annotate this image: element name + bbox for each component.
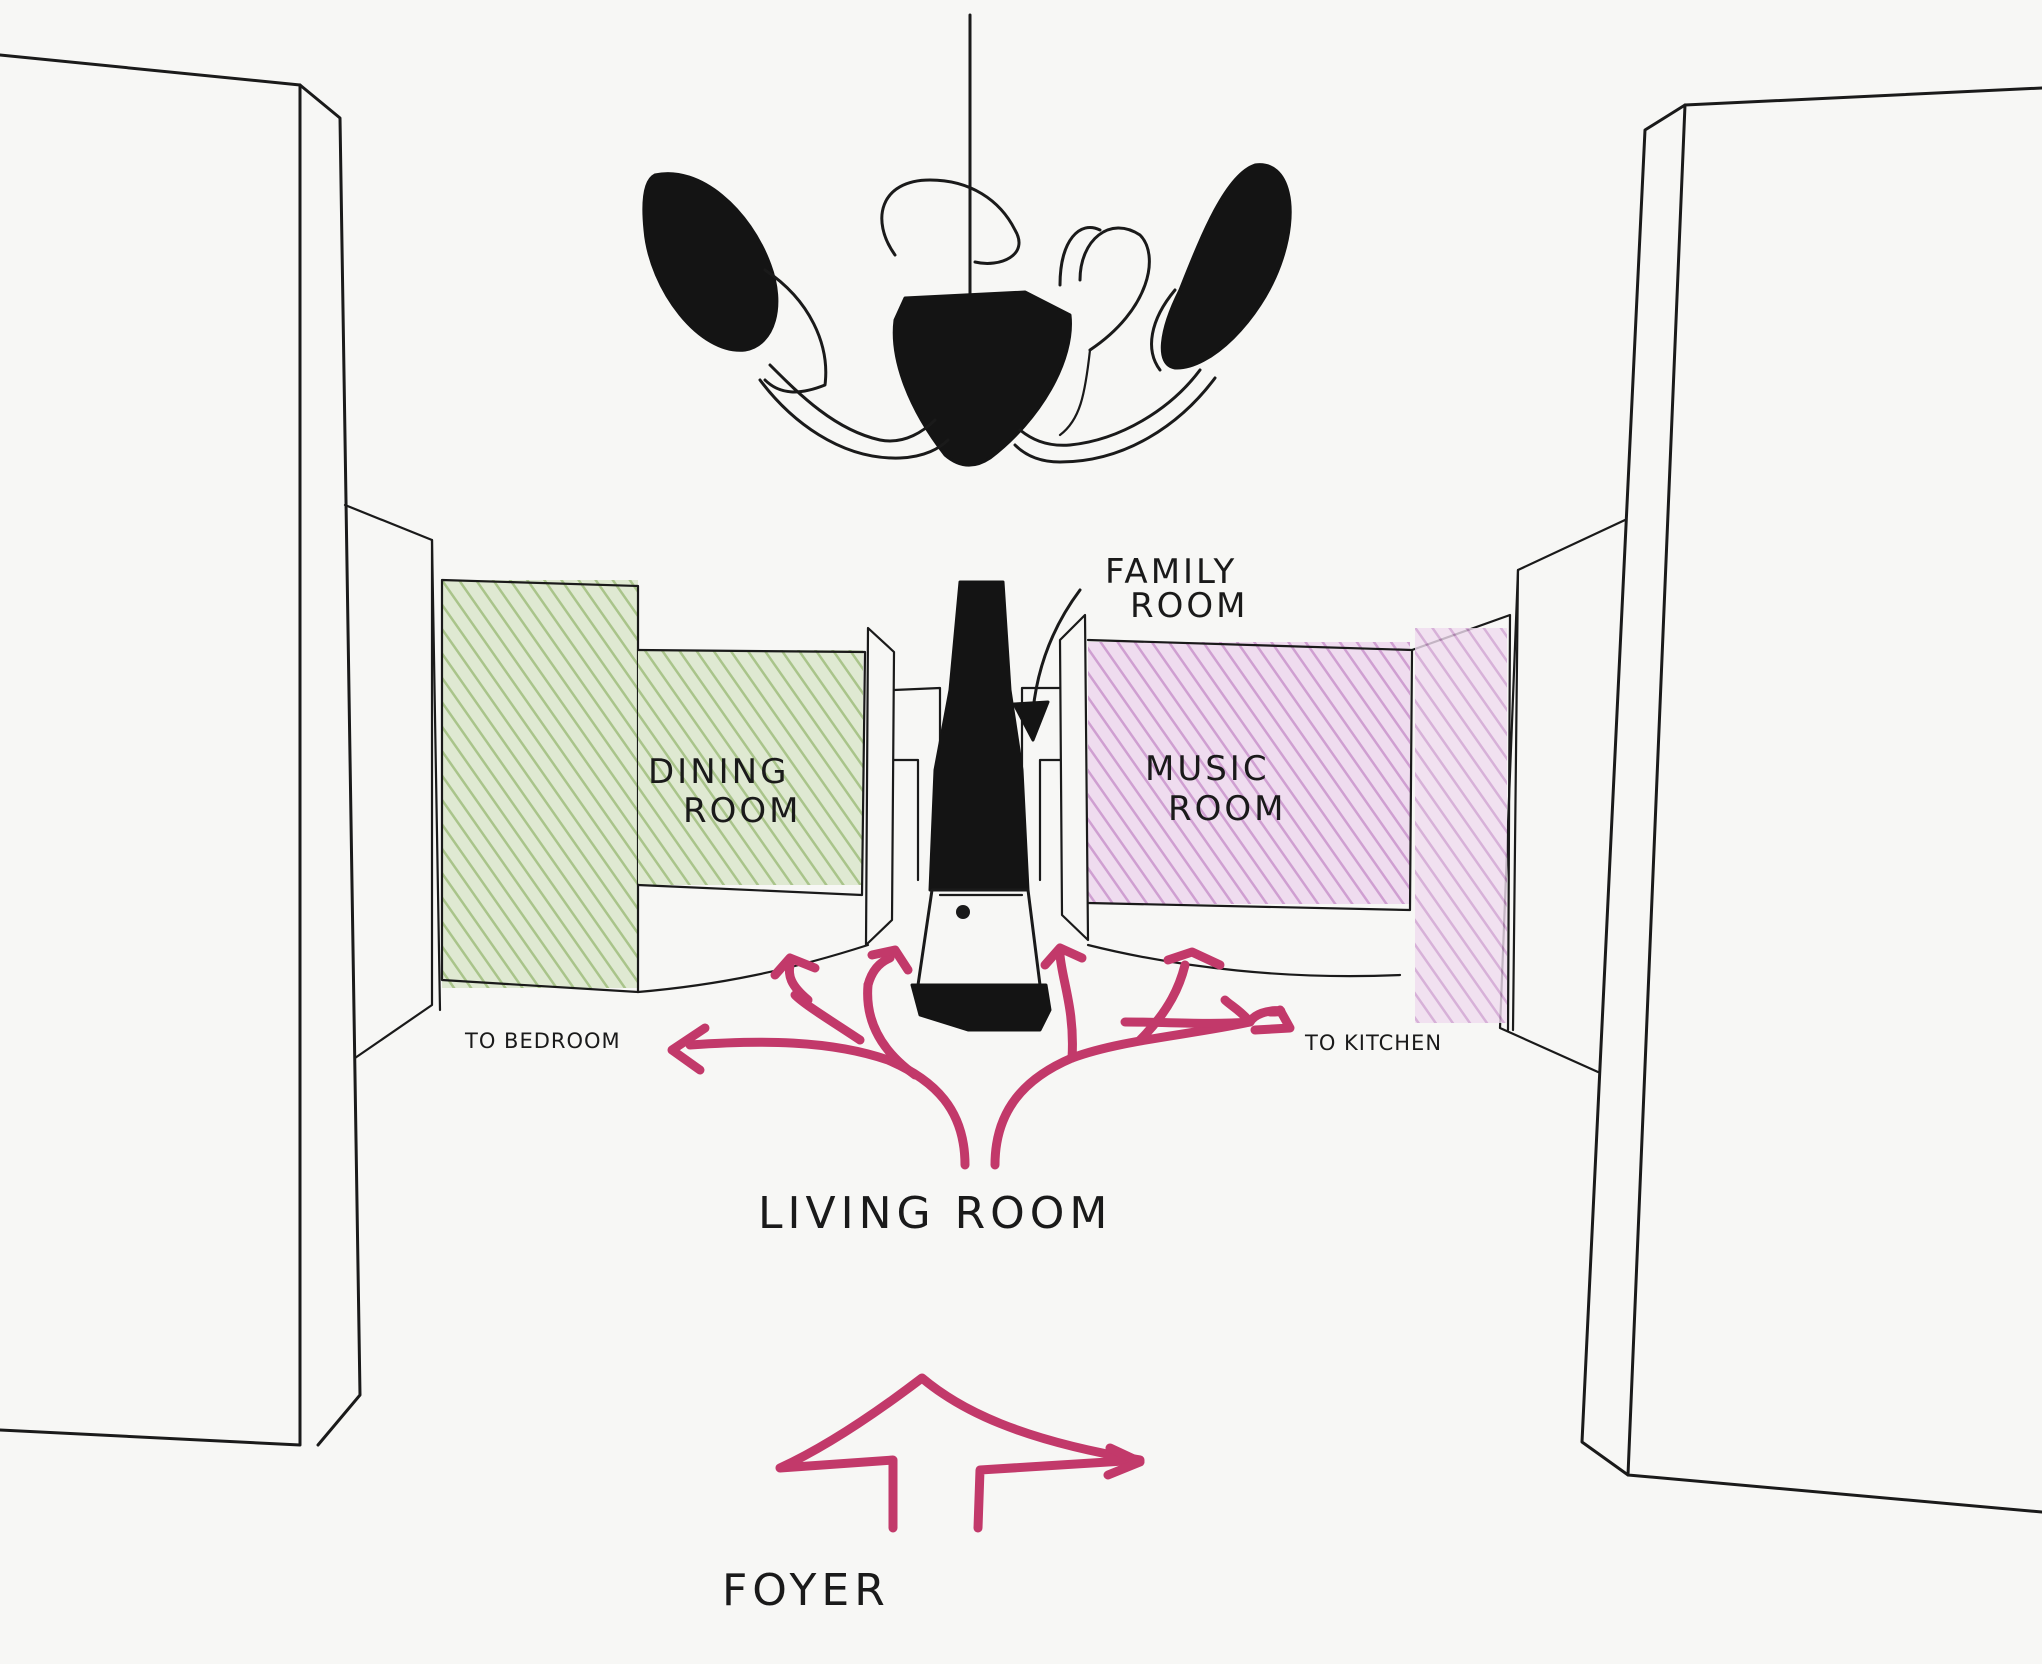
family-room-label-line1: FAMILY <box>1105 552 1237 592</box>
left-foreground-wall <box>0 53 362 1447</box>
right-foreground-wall <box>1580 86 2042 1514</box>
to-bedroom-label: TO BEDROOM <box>464 1029 621 1053</box>
chandelier <box>642 13 1292 467</box>
family-room-label-line2: ROOM <box>1130 586 1248 626</box>
dining-room-area <box>440 578 896 994</box>
to-kitchen-label: TO KITCHEN <box>1304 1031 1442 1055</box>
hanging-fireplace <box>910 580 1052 1032</box>
family-room-arrow <box>1012 588 1082 742</box>
foyer-label: FOYER <box>722 1565 890 1616</box>
right-mid-wall <box>1498 518 1627 1074</box>
left-mid-wall <box>343 503 442 1060</box>
labels: FAMILY ROOM DINING ROOM MUSIC ROOM TO BE… <box>464 552 1442 1616</box>
dining-room-label-line1: DINING <box>648 752 789 792</box>
music-room-label-line2: ROOM <box>1168 789 1286 829</box>
circulation-arrows <box>667 943 1295 1170</box>
living-room-label: LIVING ROOM <box>758 1188 1112 1239</box>
music-room-label-line1: MUSIC <box>1145 749 1270 789</box>
foyer-arrow <box>775 1373 1145 1533</box>
dining-room-label-line2: ROOM <box>683 791 801 831</box>
music-room-area <box>1058 613 1512 1032</box>
